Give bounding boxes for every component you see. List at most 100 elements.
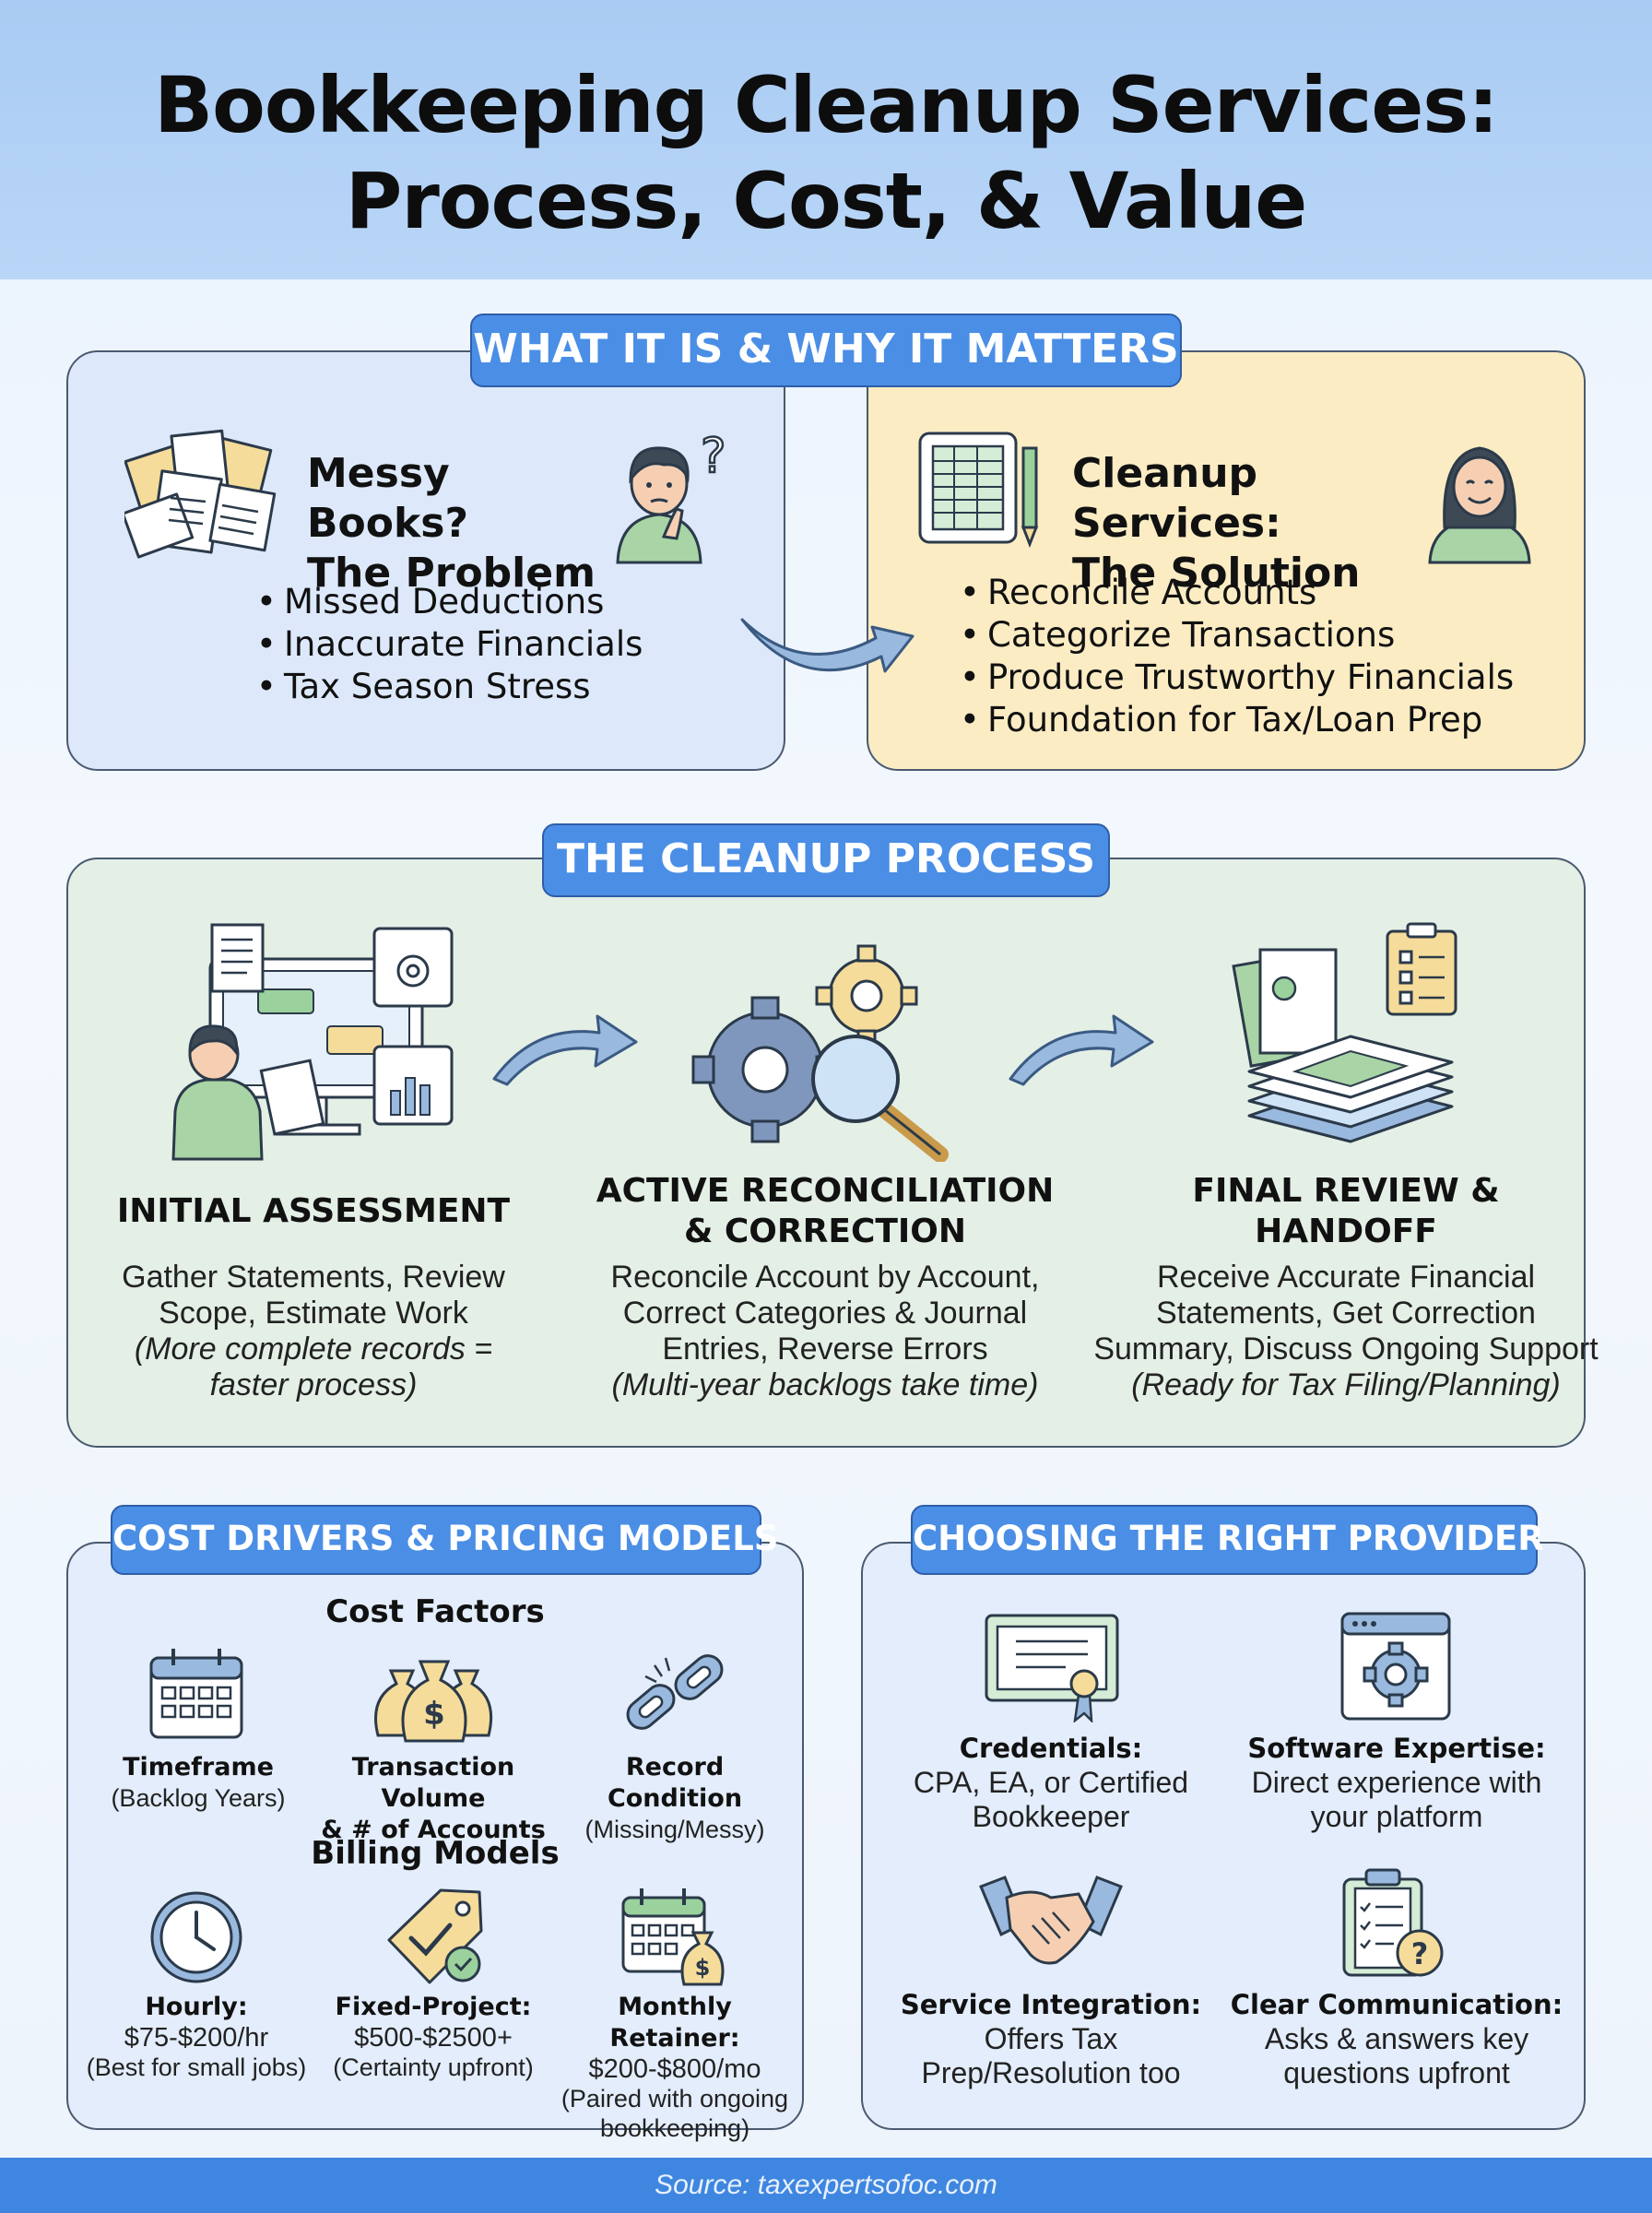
cost-factor-title: Record Condition [607,1753,743,1813]
gears-magnifier-icon [691,944,949,1162]
solution-title-line1: Cleanup Services: [1072,450,1281,547]
provider-line: Direct experience with [1251,1766,1542,1799]
svg-text:?: ? [1411,1936,1429,1971]
provider-line: your platform [1310,1800,1483,1833]
provider-line: Offers Tax [984,2022,1118,2055]
clock-icon [150,1891,242,1983]
assessment-workstation-icon [171,923,454,1161]
list-item: Foundation for Tax/Loan Prep [956,699,1546,741]
billing-price: $200-$800/mo [588,2054,761,2084]
footer-source: Source: taxexpertsofoc.com [0,2158,1652,2213]
arrow-right-icon [1009,1014,1154,1086]
spreadsheet-pen-icon [918,432,1039,549]
header-banner: Bookkeeping Cleanup Services: Process, C… [0,0,1652,279]
happy-person-icon [1428,446,1531,564]
solution-list: Reconcile Accounts Categorize Transactio… [956,572,1546,741]
step-title-line2: HANDOFF [1255,1213,1437,1250]
problem-list: Missed Deductions Inaccurate Financials … [253,581,714,708]
provider-line: Prep/Resolution too [921,2056,1181,2089]
step-desc-line: Statements, Get Correction [1156,1296,1536,1331]
confused-person-icon: ? [616,428,727,564]
provider-clear-communication: Clear Communication: Asks & answers key … [1226,1988,1567,2090]
billing-sub-line: bookkeeping) [599,2114,750,2142]
step-desc-line: Gather Statements, Review [122,1260,505,1295]
list-item: Inaccurate Financials [253,623,714,666]
svg-text:$: $ [423,1696,445,1733]
handshake-icon [979,1876,1123,1965]
calendar-icon [149,1649,243,1739]
step-desc-line: Receive Accurate Financial [1156,1260,1536,1295]
step-note-line: (More complete records = [134,1331,493,1367]
cost-factor-sub: (Missing/Messy) [584,1816,765,1843]
step-title-line2: & CORRECTION [683,1213,967,1250]
problem-title-line1: Messy Books? [307,450,468,547]
provider-software: Software Expertise: Direct experience wi… [1226,1732,1567,1834]
billing-fixed-project: Fixed-Project: $500-$2500+ (Certainty up… [319,1992,548,2082]
list-item: Produce Trustworthy Financials [956,657,1546,699]
billing-sub: (Best for small jobs) [86,2053,307,2081]
provider-title: Clear Communication: [1230,1989,1564,2020]
money-bags-icon: $ [374,1660,493,1743]
section-tag-cleanup-process: THE CLEANUP PROCESS [542,823,1110,897]
cost-factor-volume: Transaction Volume & # of Accounts [304,1752,562,1846]
provider-service-integration: Service Integration: Offers Tax Prep/Res… [876,1988,1226,2090]
step-note-line: (Multi-year backlogs take time) [611,1367,1039,1402]
step-desc-line: Entries, Reverse Errors [662,1331,988,1367]
list-item: Missed Deductions [253,581,714,623]
cost-factor-title: Timeframe [123,1753,274,1781]
provider-title: Software Expertise: [1247,1733,1546,1764]
cost-factor-sub: (Backlog Years) [111,1784,286,1812]
step-desc-line: Correct Categories & Journal [622,1296,1028,1331]
curved-arrow-icon [740,618,914,673]
provider-credentials: Credentials: CPA, EA, or Certified Bookk… [876,1732,1226,1834]
step-note-line: (Ready for Tax Filing/Planning) [1131,1367,1561,1402]
provider-title: Credentials: [959,1733,1143,1764]
billing-price: $500-$2500+ [354,2023,513,2053]
billing-models-heading: Billing Models [311,1835,560,1872]
billing-hourly: Hourly: $75-$200/hr (Best for small jobs… [74,1992,319,2082]
provider-line: CPA, EA, or Certified [913,1766,1189,1799]
section-tag-choosing-provider: CHOOSING THE RIGHT PROVIDER [911,1505,1544,1575]
provider-line: questions upfront [1283,2056,1510,2089]
step-note-line: faster process) [209,1367,418,1402]
cost-factor-title-line2: & # of Accounts [321,1816,546,1844]
step-initial-assessment: INITIAL ASSESSMENT Gather Statements, Re… [92,1191,535,1403]
price-tag-icon [387,1888,483,1984]
cost-factor-record-condition: Record Condition (Missing/Messy) [564,1752,785,1844]
cost-panel [66,1542,804,2130]
page-title: Bookkeeping Cleanup Services: Process, C… [0,0,1652,249]
step-title: INITIAL ASSESSMENT [116,1192,511,1230]
software-gear-icon [1340,1612,1451,1721]
step-final-review: FINAL REVIEW & HANDOFF Receive Accurate … [1088,1171,1604,1403]
page-title-line1: Bookkeeping Cleanup Services: [154,60,1499,150]
list-item: Categorize Transactions [956,614,1546,657]
step-desc-line: Summary, Discuss Ongoing Support [1093,1331,1599,1367]
calendar-money-icon: $ [621,1888,725,1986]
provider-line: Asks & answers key [1264,2022,1529,2055]
cost-factor-title-line1: Transaction Volume [351,1753,515,1813]
billing-title: Hourly: [145,1993,248,2021]
billing-sub: (Certainty upfront) [333,2053,534,2081]
billing-title: Fixed-Project: [335,1993,532,2021]
billing-monthly-retainer: Monthly Retainer: $200-$800/mo (Paired w… [553,1992,796,2143]
provider-title: Service Integration: [900,1989,1202,2020]
list-item: Tax Season Stress [253,666,714,708]
section-tag-what-it-is: WHAT IT IS & WHY IT MATTERS [470,314,1182,387]
step-title-line1: FINAL REVIEW & [1192,1172,1500,1210]
step-description: Receive Accurate Financial Statements, G… [1088,1260,1604,1403]
step-reconciliation: ACTIVE RECONCILIATION & CORRECTION Recon… [562,1171,1088,1403]
certificate-icon [985,1614,1119,1722]
step-description: Gather Statements, Review Scope, Estimat… [92,1260,535,1403]
billing-price: $75-$200/hr [124,2023,269,2053]
checklist-question-icon: ? [1342,1868,1444,1977]
step-desc-line: Scope, Estimate Work [159,1296,468,1331]
svg-text:$: $ [695,1955,711,1981]
arrow-right-icon [492,1014,638,1086]
svg-text:?: ? [701,429,726,484]
billing-title: Monthly Retainer: [609,1993,740,2053]
step-title-line1: ACTIVE RECONCILIATION [596,1172,1055,1210]
problem-title: Messy Books? The Problem [307,449,620,598]
step-description: Reconcile Account by Account, Correct Ca… [562,1260,1088,1403]
step-desc-line: Reconcile Account by Account, [610,1260,1040,1295]
billing-sub-line: (Paired with ongoing [560,2085,789,2112]
